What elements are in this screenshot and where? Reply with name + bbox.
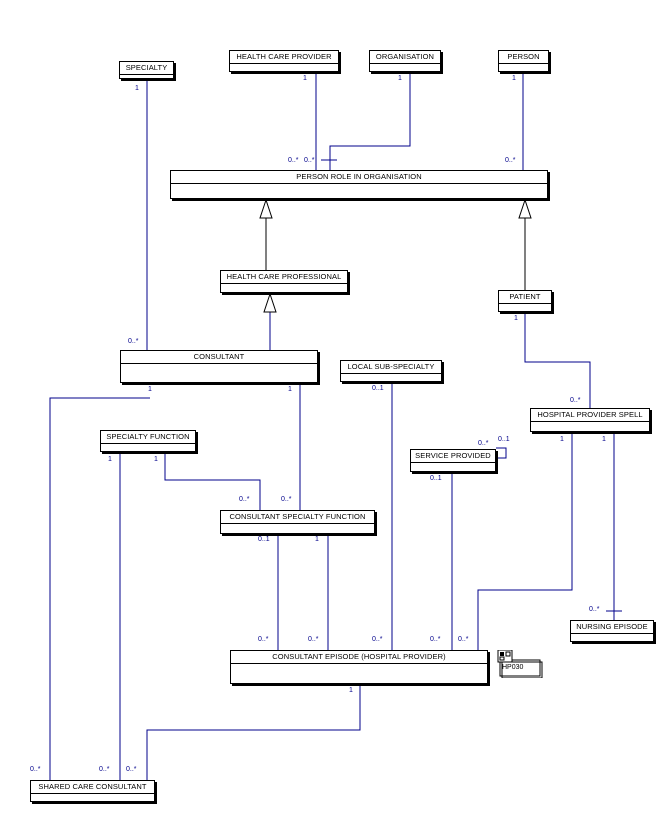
entity-person-role-in-organisation[interactable]: PERSON ROLE IN ORGANISATION bbox=[170, 170, 548, 199]
multiplicity: 0..* bbox=[589, 606, 600, 613]
multiplicity: 0..* bbox=[304, 157, 315, 164]
generalization-arrow-patient bbox=[518, 198, 532, 219]
generalization-arrow-hcp bbox=[259, 198, 273, 219]
generalization-arrow-consultant bbox=[263, 292, 277, 313]
entity-nursing-episode[interactable]: NURSING EPISODE bbox=[570, 620, 654, 642]
entity-label: SHARED CARE CONSULTANT bbox=[31, 781, 154, 794]
entity-person[interactable]: PERSON bbox=[498, 50, 549, 72]
multiplicity: 1 bbox=[108, 456, 112, 463]
entity-consultant-episode[interactable]: CONSULTANT EPISODE (HOSPITAL PROVIDER) bbox=[230, 650, 488, 684]
entity-label: SPECIALTY bbox=[120, 62, 173, 75]
multiplicity: 0..* bbox=[478, 440, 489, 447]
multiplicity: 1 bbox=[135, 85, 139, 92]
entity-label: SPECIALTY FUNCTION bbox=[101, 431, 195, 444]
entity-label: NURSING EPISODE bbox=[571, 621, 653, 634]
multiplicity: 1 bbox=[148, 386, 152, 393]
multiplicity: 0..* bbox=[308, 636, 319, 643]
multiplicity: 0..* bbox=[430, 636, 441, 643]
reference-label: HP030 bbox=[502, 664, 524, 671]
multiplicity: 0..1 bbox=[258, 536, 270, 543]
multiplicity: 0..* bbox=[30, 766, 41, 773]
multiplicity: 0..* bbox=[258, 636, 269, 643]
entity-specialty-function[interactable]: SPECIALTY FUNCTION bbox=[100, 430, 196, 452]
multiplicity: 0..* bbox=[570, 397, 581, 404]
entity-consultant[interactable]: CONSULTANT bbox=[120, 350, 318, 383]
entity-shared-care-consultant[interactable]: SHARED CARE CONSULTANT bbox=[30, 780, 155, 802]
multiplicity: 0..1 bbox=[430, 475, 442, 482]
entity-label: HEALTH CARE PROFESSIONAL bbox=[221, 271, 347, 284]
entity-health-care-professional[interactable]: HEALTH CARE PROFESSIONAL bbox=[220, 270, 348, 293]
entity-label: CONSULTANT bbox=[121, 351, 317, 364]
entity-local-sub-specialty[interactable]: LOCAL SUB-SPECIALTY bbox=[340, 360, 442, 382]
multiplicity: 0..* bbox=[372, 636, 383, 643]
multiplicity: 0..* bbox=[128, 338, 139, 345]
multiplicity: 1 bbox=[514, 315, 518, 322]
entity-label: PATIENT bbox=[499, 291, 551, 304]
multiplicity: 1 bbox=[560, 436, 564, 443]
multiplicity: 1 bbox=[315, 536, 319, 543]
multiplicity: 1 bbox=[398, 75, 402, 82]
entity-label: PERSON bbox=[499, 51, 548, 64]
multiplicity: 0..* bbox=[458, 636, 469, 643]
entity-consultant-specialty-function[interactable]: CONSULTANT SPECIALTY FUNCTION bbox=[220, 510, 375, 534]
multiplicity: 0..* bbox=[239, 496, 250, 503]
entity-label: HOSPITAL PROVIDER SPELL bbox=[531, 409, 649, 422]
entity-label: HEALTH CARE PROVIDER bbox=[230, 51, 338, 64]
multiplicity: 1 bbox=[288, 386, 292, 393]
multiplicity: 0..1 bbox=[372, 385, 384, 392]
multiplicity: 0..* bbox=[505, 157, 516, 164]
multiplicity: 0..* bbox=[126, 766, 137, 773]
entity-label: PERSON ROLE IN ORGANISATION bbox=[171, 171, 547, 184]
entity-specialty[interactable]: SPECIALTY bbox=[119, 61, 174, 79]
multiplicity: 1 bbox=[602, 436, 606, 443]
entity-hospital-provider-spell[interactable]: HOSPITAL PROVIDER SPELL bbox=[530, 408, 650, 432]
multiplicity: 1 bbox=[303, 75, 307, 82]
entity-patient[interactable]: PATIENT bbox=[498, 290, 552, 312]
multiplicity: 1 bbox=[154, 456, 158, 463]
entity-label: SERVICE PROVIDED bbox=[411, 450, 495, 463]
reference-icon bbox=[497, 649, 543, 679]
multiplicity: 0..* bbox=[288, 157, 299, 164]
multiplicity: 1 bbox=[512, 75, 516, 82]
multiplicity: 0..1 bbox=[498, 436, 510, 443]
entity-health-care-provider[interactable]: HEALTH CARE PROVIDER bbox=[229, 50, 339, 72]
entity-label: LOCAL SUB-SPECIALTY bbox=[341, 361, 441, 374]
multiplicity: 0..* bbox=[99, 766, 110, 773]
entity-label: ORGANISATION bbox=[370, 51, 440, 64]
reference-note: HP030 bbox=[496, 649, 544, 679]
multiplicity: 1 bbox=[349, 687, 353, 694]
entity-service-provided[interactable]: SERVICE PROVIDED bbox=[410, 449, 496, 472]
entity-organisation[interactable]: ORGANISATION bbox=[369, 50, 441, 72]
entity-label: CONSULTANT SPECIALTY FUNCTION bbox=[221, 511, 374, 524]
entity-label: CONSULTANT EPISODE (HOSPITAL PROVIDER) bbox=[231, 651, 487, 664]
multiplicity: 0..* bbox=[281, 496, 292, 503]
